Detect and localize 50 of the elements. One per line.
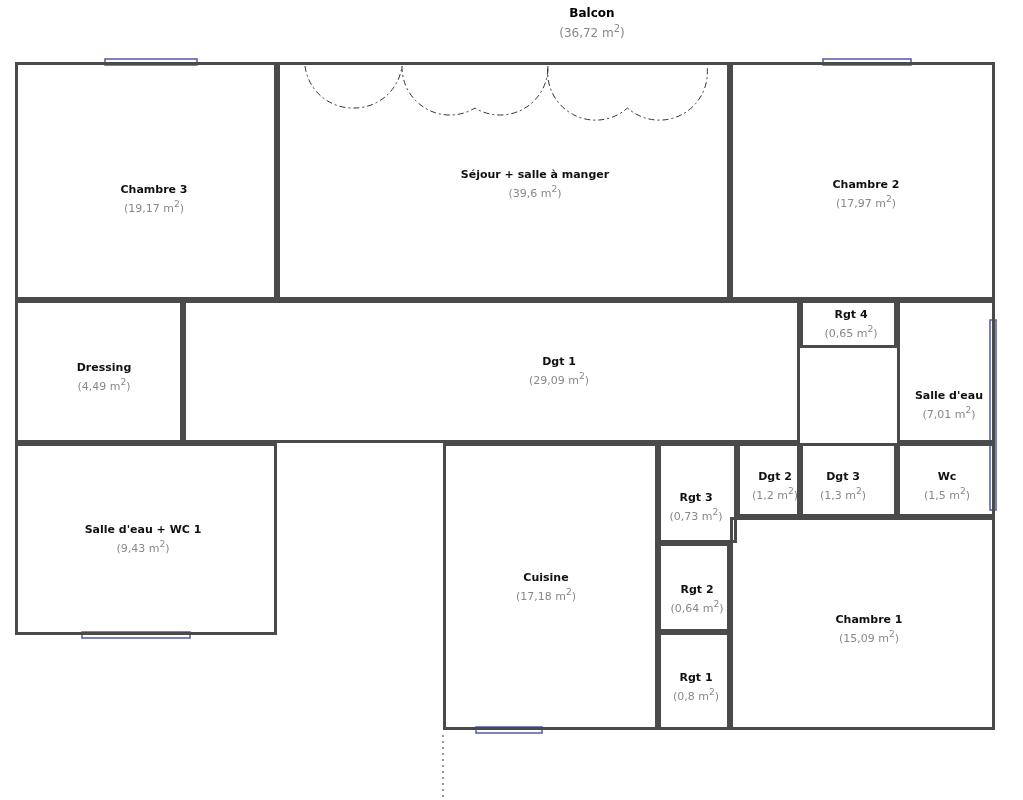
area-size: (36,72 m$^{2}$) <box>559 23 625 40</box>
room-area: (17,18 m$^{2}$) <box>515 586 577 603</box>
room-name: Rgt 3 <box>678 491 714 504</box>
room-name: Dressing <box>76 361 132 374</box>
room-name: Dgt 3 <box>825 470 861 483</box>
room-area: (29,09 m$^{2}$) <box>528 370 590 387</box>
room-name: Dgt 1 <box>541 355 577 368</box>
room-name: Cuisine <box>522 571 570 584</box>
room-name: Salle d'eau + WC 1 <box>84 523 202 536</box>
room-outline <box>658 632 730 730</box>
room-name: Salle d'eau <box>914 389 984 402</box>
room-outline <box>15 443 277 635</box>
room-name: Rgt 1 <box>678 671 714 684</box>
room-outline <box>658 443 737 543</box>
room-area: (39,6 m$^{2}$) <box>460 183 610 200</box>
room-area: (17,97 m$^{2}$) <box>832 193 900 210</box>
room-outline <box>800 443 897 517</box>
room-outline <box>15 62 277 300</box>
room-name: Chambre 2 <box>832 178 900 191</box>
room-area: (15,09 m$^{2}$) <box>835 628 903 645</box>
room-area: (1,5 m$^{2}$) <box>923 485 971 502</box>
room-area: (4,49 m$^{2}$) <box>76 376 132 393</box>
room-area: (1,3 m$^{2}$) <box>819 485 867 502</box>
room-area: (9,43 m$^{2}$) <box>84 538 202 555</box>
room-outline <box>277 62 730 300</box>
room-outline <box>183 300 800 443</box>
room-name: Chambre 3 <box>120 183 188 196</box>
room-outline <box>737 443 800 517</box>
room-name: Séjour + salle à manger <box>460 168 610 181</box>
room-area: (1,2 m$^{2}$) <box>751 485 799 502</box>
room-name: Chambre 1 <box>835 613 903 626</box>
room-name: Rgt 4 <box>833 308 869 321</box>
room-area: (0,73 m$^{2}$) <box>669 506 723 523</box>
room-outline <box>658 543 730 632</box>
room-outline <box>730 62 995 300</box>
room-name: Wc <box>936 470 958 483</box>
room-outline <box>897 300 995 443</box>
room-outline <box>897 443 995 517</box>
room-name: Dgt 2 <box>757 470 793 483</box>
room-outline <box>800 300 897 348</box>
room-outline <box>15 300 183 443</box>
room-area: (0,65 m$^{2}$) <box>824 323 878 340</box>
room-area: (0,64 m$^{2}$) <box>670 598 724 615</box>
room-name: Rgt 2 <box>679 583 715 596</box>
room-outline <box>730 517 995 730</box>
room-outline <box>443 443 658 730</box>
room-area: (7,01 m$^{2}$) <box>914 404 984 421</box>
room-area: (19,17 m$^{2}$) <box>120 198 188 215</box>
room-area: (0,8 m$^{2}$) <box>672 686 720 703</box>
area-name: Balcon <box>569 6 615 20</box>
